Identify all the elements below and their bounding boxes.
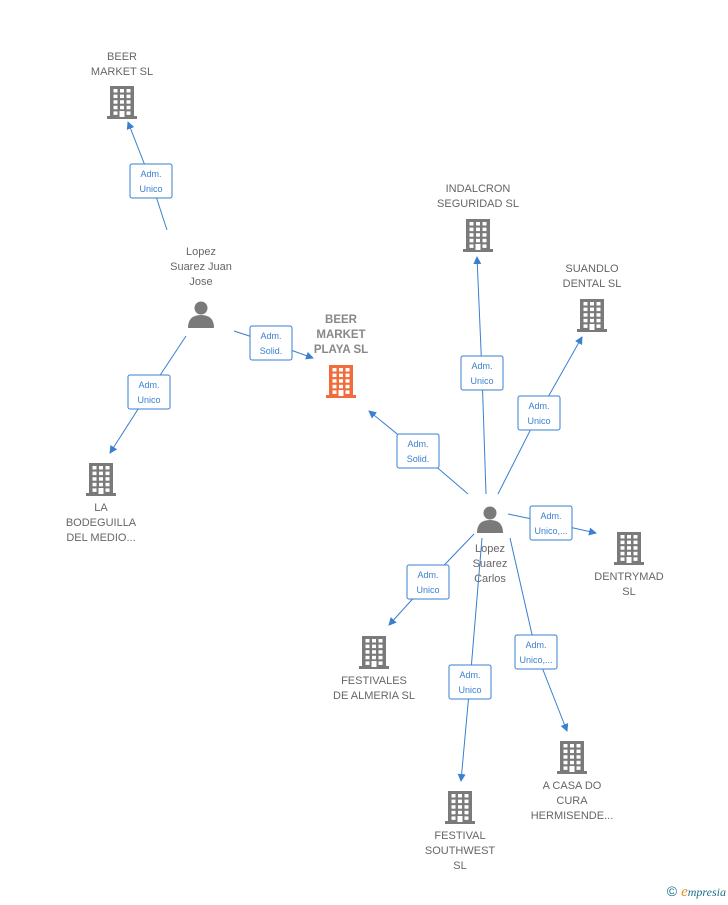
edge-lopez_carlos-casa_cura: Adm. Unico,... [509,537,569,732]
node-label: BODEGUILLA [66,517,137,529]
node-beer_market[interactable]: BEER MARKET SL [91,51,153,119]
edge-label-box[interactable] [127,374,171,410]
building-icon[interactable] [463,219,493,252]
edge-label-text: Adm. [525,640,546,650]
node-label: PLAYA SL [314,344,368,356]
brand-name: mpresia [687,885,726,899]
edge-lopez_carlos-beer_playa: Adm. Solid. [368,410,469,495]
node-label: SEGURIDAD SL [437,198,519,210]
building-icon[interactable] [86,463,116,496]
edge-label-box[interactable] [514,634,558,670]
node-label: BEER [325,314,358,326]
edge-label-text: Unico [527,416,550,426]
node-label: INDALCRON [446,183,511,195]
edge-label-text: Adm. [528,401,549,411]
building-icon[interactable] [326,365,356,398]
node-label: Carlos [474,573,506,585]
node-label: LA [94,502,108,514]
edge-label-box[interactable] [406,564,450,600]
node-label: A CASA DO [543,780,602,792]
watermark: ©empresia [667,883,726,901]
edge-label-text: Unico [470,376,493,386]
node-label: HERMISENDE... [531,810,614,822]
edge-lopez_juan-bodeguilla: Adm. Unico [109,335,187,454]
edge-label-text: Adm. [138,380,159,390]
node-label: BEER [107,51,137,63]
node-bodeguilla[interactable]: LA BODEGUILLA DEL MEDIO... [66,463,137,544]
edge-label-box[interactable] [460,355,504,391]
node-indalcron[interactable]: INDALCRON SEGURIDAD SL [437,183,519,252]
edge-label-text: Adm. [459,670,480,680]
edge-label-text: Solid. [260,346,283,356]
edge-lopez_juan-beer_playa: Adm. Solid. [233,325,314,361]
node-label: FESTIVALES [341,675,407,687]
edge-label-text: Unico,... [534,526,567,536]
node-label: SL [622,586,635,598]
edge-label-text: Unico,... [519,655,552,665]
edge-label-box[interactable] [129,163,173,199]
node-label: SL [453,860,466,872]
edge-label-text: Unico [139,184,162,194]
node-beer_playa[interactable]: BEER MARKET PLAYA SL [314,314,368,398]
node-label: MARKET SL [91,66,153,78]
node-festival_sw[interactable]: FESTIVAL SOUTHWEST SL [425,791,496,872]
node-label: SOUTHWEST [425,845,496,857]
node-label: MARKET [316,329,365,341]
edge-label-text: Adm. [407,439,428,449]
edge-label-text: Adm. [260,331,281,341]
node-casa_cura[interactable]: A CASA DO CURA HERMISENDE... [531,741,614,822]
edge-lopez_carlos-festival_sw: Adm. Unico [448,537,492,782]
node-label: Lopez [186,246,216,258]
brand-initial: e [681,884,688,900]
node-suandlo[interactable]: SUANDLO DENTAL SL [563,263,622,332]
building-icon[interactable] [107,86,137,119]
edge-label-text: Adm. [417,570,438,580]
edge-label-text: Adm. [471,361,492,371]
edge-lopez_carlos-indalcron: Adm. Unico [460,256,504,495]
edge-lopez_carlos-festivales: Adm. Unico [388,533,475,626]
edge-label-text: Solid. [407,454,430,464]
building-icon[interactable] [577,299,607,332]
building-icon[interactable] [359,636,389,669]
person-icon[interactable] [188,301,214,329]
node-label: DE ALMERIA SL [333,690,415,702]
edge-label-box[interactable] [529,505,573,541]
edge-label-text: Unico [416,585,439,595]
edge-lopez_juan-beer_market: Adm. Unico [126,121,173,231]
node-label: CURA [556,795,588,807]
node-dentrymad[interactable]: DENTRYMAD SL [594,532,664,598]
copyright-icon: © [666,883,678,899]
node-festivales[interactable]: FESTIVALES DE ALMERIA SL [333,636,415,702]
node-label: FESTIVAL [434,830,485,842]
edge-label-box[interactable] [517,395,561,431]
building-icon[interactable] [445,791,475,824]
node-label: SUANDLO [565,263,619,275]
node-label: Suarez Juan [170,261,232,273]
building-icon[interactable] [557,741,587,774]
edge-label-text: Adm. [140,169,161,179]
edge-lopez_carlos-suandlo: Adm. Unico [497,336,583,495]
edge-label-box[interactable] [249,325,293,361]
node-label: DEL MEDIO... [66,532,135,544]
edge-label-box[interactable] [396,433,440,469]
edge-label-text: Unico [458,685,481,695]
node-label: DENTAL SL [563,278,622,290]
node-label: Lopez [475,543,505,555]
edge-label-box[interactable] [448,664,492,700]
edge-label-text: Adm. [540,511,561,521]
person-icon[interactable] [477,506,503,534]
node-label: Suarez [473,558,508,570]
edge-label-text: Unico [137,395,160,405]
node-label: DENTRYMAD [594,571,664,583]
node-label: Jose [189,276,212,288]
edges-layer: Adm.UnicoAdm.Solid.Adm.UnicoAdm.Solid.Ad… [109,121,597,782]
building-icon[interactable] [614,532,644,565]
edge-lopez_carlos-dentrymad: Adm. Unico,... [507,505,597,541]
